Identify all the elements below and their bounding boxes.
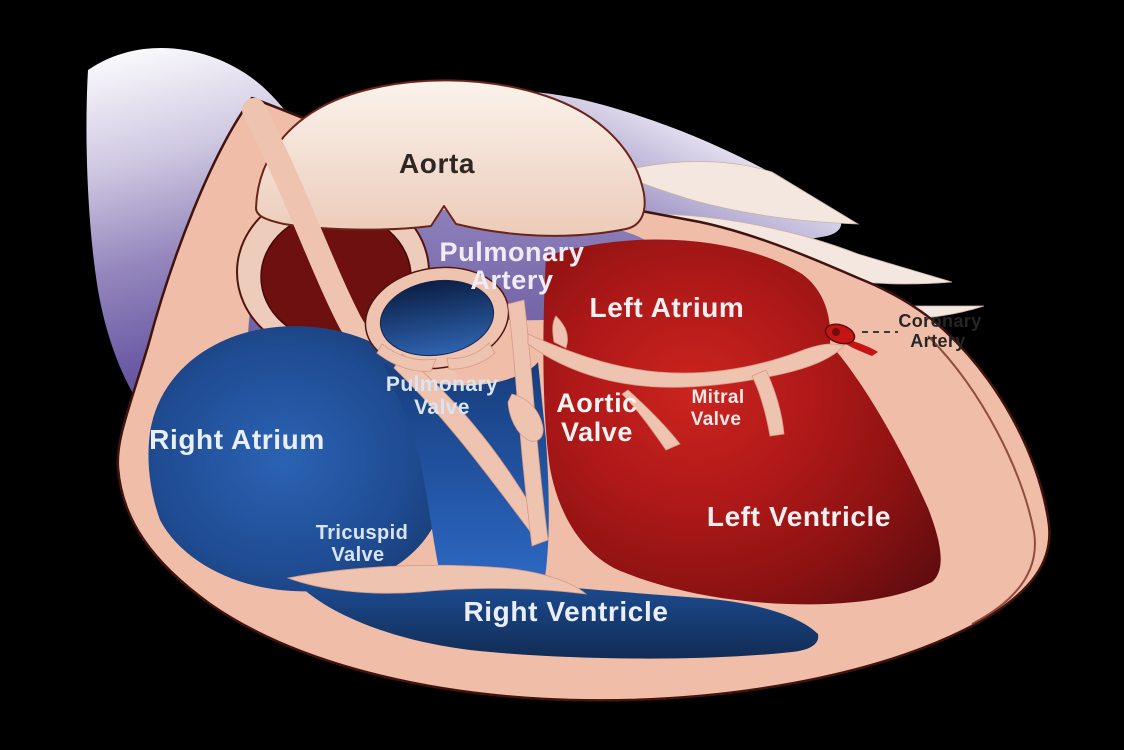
- label-aorta: Aorta: [399, 148, 475, 179]
- pulmonary-vein-spike: [616, 161, 860, 225]
- label-pulmonary-artery-line1: Pulmonary: [440, 237, 585, 267]
- coronary-artery-lumen: [832, 328, 840, 336]
- label-left-ventricle: Left Ventricle: [707, 501, 891, 532]
- valve-flaps: [286, 299, 845, 595]
- aorta-shape: [255, 79, 646, 237]
- label-coronary-artery-line2: Artery: [910, 331, 965, 351]
- mitral-valve-flap: [751, 369, 785, 437]
- left-heart-shape: [543, 239, 941, 605]
- right-ventricle-shape: [300, 575, 819, 659]
- valve-hook: [552, 315, 568, 349]
- label-tricuspid-valve-line2: Valve: [331, 544, 384, 566]
- coronary-artery-vessel: [824, 323, 856, 345]
- label-aortic-valve-line1: Aortic: [556, 388, 638, 418]
- label-right-atrium: Right Atrium: [149, 424, 325, 455]
- coronary-artery-marker: [824, 323, 898, 356]
- pulmonary-outflow-channel: [384, 362, 549, 598]
- label-left-atrium: Left Atrium: [590, 292, 745, 323]
- label-mitral-valve-line1: Mitral: [691, 387, 744, 408]
- aortic-valve-cusp: [507, 393, 544, 442]
- label-pulmonary-valve-line2: Valve: [414, 396, 470, 419]
- label-tricuspid-valve-line1: Tricuspid: [316, 522, 409, 544]
- label-coronary-artery-line1: Coronary: [898, 311, 981, 331]
- label-pulmonary-valve-line1: Pulmonary: [386, 373, 498, 396]
- pulmonary-valve-cusp: [376, 343, 437, 372]
- tricuspid-valve-flap: [286, 564, 588, 595]
- mitral-valve-flap: [621, 389, 681, 451]
- label-mitral-valve-line2: Valve: [691, 409, 742, 430]
- pulmonary-valve-lumen: [379, 279, 495, 357]
- label-pulmonary-artery-line2: Artery: [470, 265, 553, 295]
- epicardium-line: [927, 335, 1036, 625]
- coronary-artery-streak: [846, 340, 878, 356]
- right-atrium-shape: [148, 326, 447, 592]
- label-aortic-valve-line2: Valve: [561, 417, 633, 447]
- label-right-ventricle: Right Ventricle: [463, 596, 668, 627]
- pulmonary-valve-cusp: [446, 342, 496, 370]
